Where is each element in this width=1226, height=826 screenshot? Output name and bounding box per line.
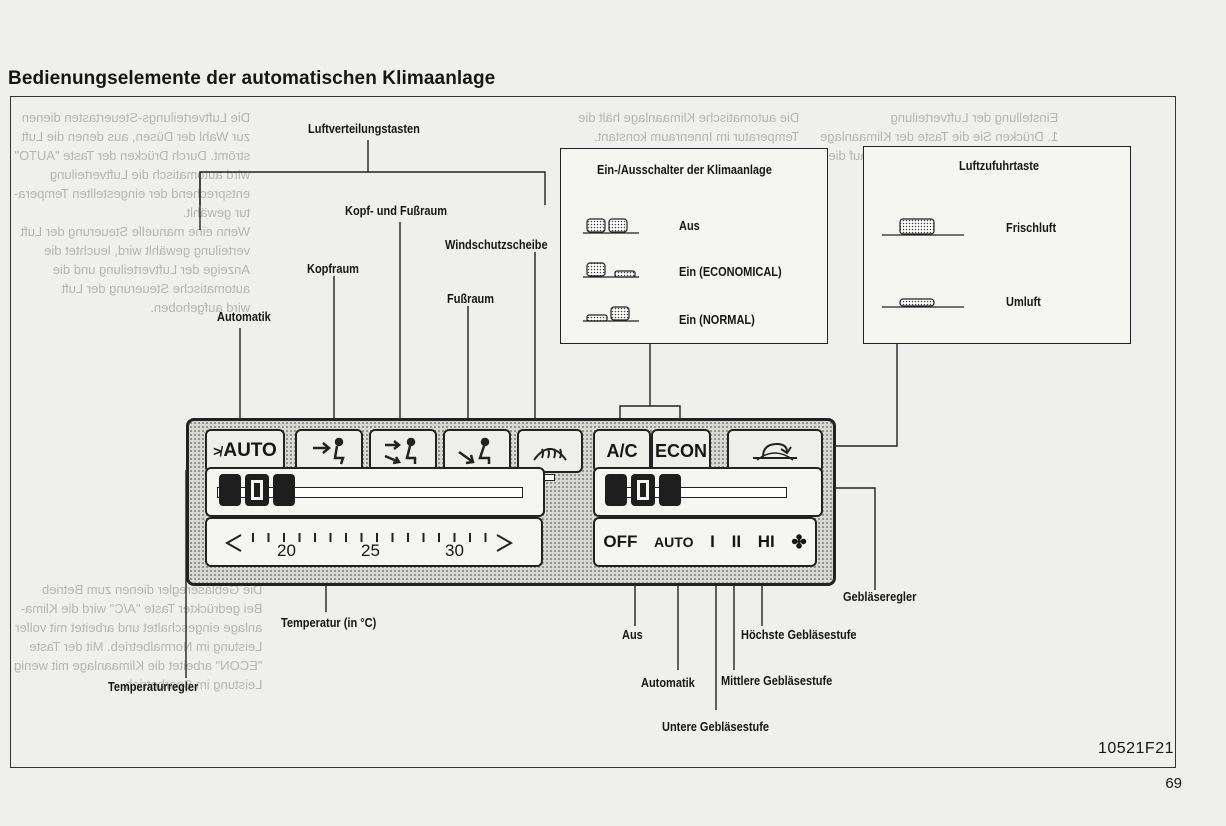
fan-label-auto: AUTO xyxy=(654,534,694,550)
climate-control-panel: ≯ AUTO A/C ECON 20 25 3 xyxy=(186,418,836,586)
page-number: 69 xyxy=(1165,775,1182,792)
figure-frame xyxy=(10,96,1176,768)
fan-label-off: OFF xyxy=(603,532,638,551)
fan-label-mid: II xyxy=(731,532,742,551)
temperature-slider-rail xyxy=(217,487,523,498)
ac-box-title: Ein-/Ausschalter der Klimaanlage xyxy=(597,163,772,177)
head-vent-icon xyxy=(313,437,345,465)
fan-scale-window: OFF AUTO I II HI ✤ xyxy=(593,517,817,567)
auto-icon: ≯ xyxy=(213,443,222,459)
callout-geblaeseregler: Gebläseregler xyxy=(843,590,917,604)
temperature-knob[interactable] xyxy=(245,474,269,506)
temperature-scale-window: 20 25 30 xyxy=(205,517,543,567)
ac-state-economical: Ein (ECONOMICAL) xyxy=(679,265,782,279)
recirculation-icon xyxy=(753,442,797,461)
callout-untere: Untere Gebläsestufe xyxy=(662,720,769,734)
auto-button-label: AUTO xyxy=(223,440,277,461)
ac-switch-legend-box: Ein-/Ausschalter der Klimaanlage Aus Ein… xyxy=(560,148,828,344)
ac-state-icons xyxy=(583,218,639,322)
callout-luftverteilungstasten: Luftverteilungstasten xyxy=(308,122,420,136)
econ-button[interactable]: ECON xyxy=(651,429,711,473)
ac-state-normal: Ein (NORMAL) xyxy=(679,313,755,327)
air-state-icons xyxy=(882,218,964,308)
temperature-knob-right[interactable] xyxy=(273,474,295,506)
arrow-left-icon xyxy=(224,534,242,552)
temperature-slider-track xyxy=(205,467,545,517)
foot-vent-icon xyxy=(458,437,491,465)
callout-windschutzscheibe: Windschutzscheibe xyxy=(445,238,548,252)
air-state-recirc: Umluft xyxy=(1006,295,1041,309)
callout-automatik: Automatik xyxy=(217,310,271,324)
air-intake-legend-box: Luftzufuhrtaste Frischluft Umluft xyxy=(863,146,1131,344)
callout-aus: Aus xyxy=(622,628,643,642)
temp-tick-25: 25 xyxy=(361,541,380,560)
callout-hoechste: Höchste Gebläsestufe xyxy=(741,628,857,642)
callout-fussraum: Fußraum xyxy=(447,292,495,306)
fan-knob-right[interactable] xyxy=(659,474,681,506)
head-foot-vent-icon xyxy=(384,437,417,465)
fan-knob[interactable] xyxy=(631,474,655,506)
fan-slider-track xyxy=(593,467,823,517)
page-heading: Bedienungselemente der automatischen Kli… xyxy=(8,68,496,89)
fan-icon: ✤ xyxy=(791,531,807,552)
fan-label-low: I xyxy=(710,532,715,551)
temperature-knob-left[interactable] xyxy=(219,474,241,506)
auto-button[interactable]: ≯ AUTO xyxy=(205,429,285,473)
callout-temperatur: Temperatur (in °C) xyxy=(281,616,377,630)
defrost-button[interactable] xyxy=(517,429,583,473)
callout-kopfraum: Kopfraum xyxy=(307,262,359,276)
air-intake-button[interactable] xyxy=(727,429,823,473)
air-box-title: Luftzufuhrtaste xyxy=(959,159,1040,173)
head-vent-button[interactable] xyxy=(295,429,363,473)
defrost-icon xyxy=(533,448,567,461)
fan-label-hi: HI xyxy=(757,532,775,551)
callout-automatik-fan: Automatik xyxy=(641,676,695,690)
callout-mittlere: Mittlere Gebläsestufe xyxy=(721,674,833,688)
temp-tick-20: 20 xyxy=(277,541,296,560)
air-state-fresh: Frischluft xyxy=(1006,221,1057,235)
fan-knob-left[interactable] xyxy=(605,474,627,506)
callout-temperaturregler: Temperaturregler xyxy=(108,680,199,694)
ac-state-off: Aus xyxy=(679,219,700,233)
ac-button[interactable]: A/C xyxy=(593,429,651,473)
callout-kopf-fussraum: Kopf- und Fußraum xyxy=(345,204,448,218)
temp-tick-30: 30 xyxy=(445,541,464,560)
arrow-right-icon xyxy=(496,534,514,552)
figure-code: 10521F21 xyxy=(1097,740,1174,757)
temperature-scale xyxy=(224,533,514,552)
